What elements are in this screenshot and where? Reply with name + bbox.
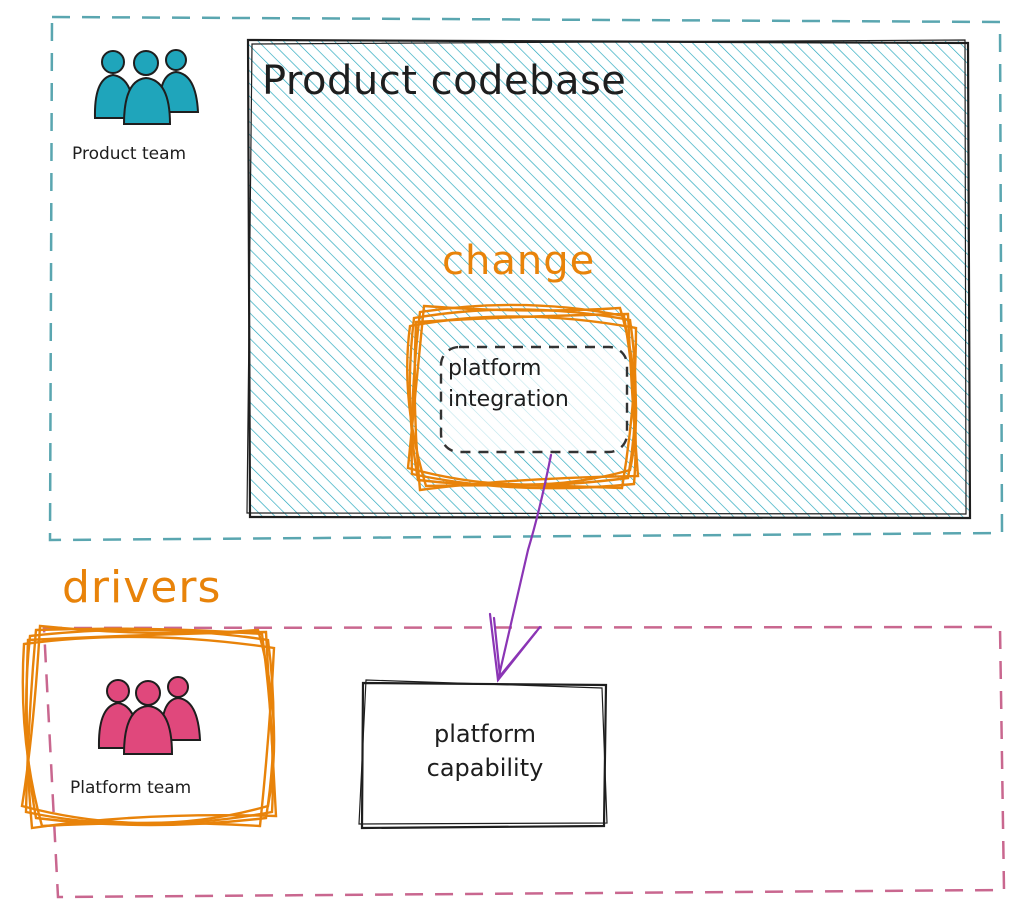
integration-to-capability-arrow (488, 453, 553, 683)
platform-integration-label: platform integration (448, 354, 618, 416)
platform-team-highlight-outline (20, 624, 278, 830)
product-team-label: Product team (72, 144, 187, 164)
product-codebase-title: Product codebase (262, 58, 627, 104)
product-team-boundary (48, 15, 1004, 542)
platform-integration-line-1: platform (448, 356, 542, 381)
platform-capability-box (358, 679, 608, 830)
platform-team-label: Platform team (70, 778, 192, 798)
platform-capability-label: platform capability (365, 718, 605, 785)
platform-team-boundary (42, 625, 1006, 899)
platform-capability-line-1: platform (434, 720, 536, 748)
change-label: change (442, 238, 596, 284)
people-group-icon (93, 49, 200, 125)
people-group-icon (97, 676, 202, 755)
drivers-label: drivers (62, 562, 222, 613)
platform-integration-line-2: integration (448, 386, 569, 412)
platform-capability-line-2: capability (426, 753, 544, 782)
platform-integration-box (439, 345, 629, 454)
change-highlight-outline (406, 303, 640, 492)
